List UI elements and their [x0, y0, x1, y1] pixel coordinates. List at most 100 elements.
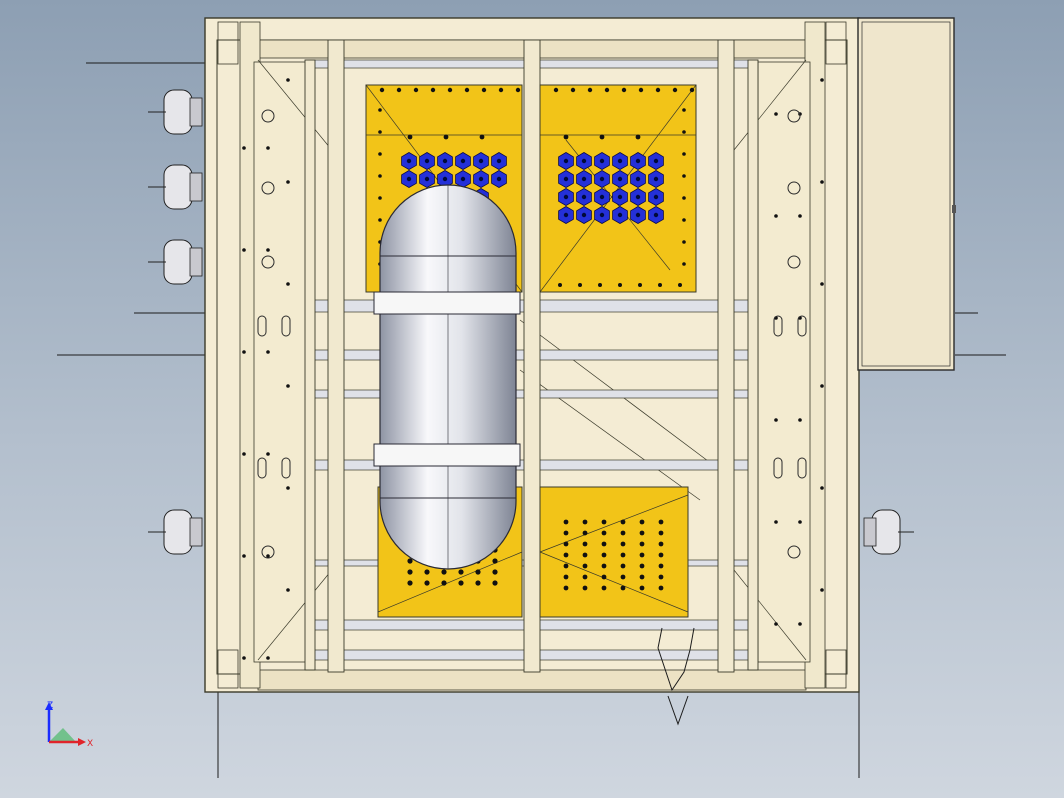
bolt-hole [286, 384, 290, 388]
vertical-posts [304, 39, 759, 673]
pressure-tank[interactable] [373, 184, 521, 570]
bolt-hole [266, 248, 270, 252]
bolt-hole [441, 580, 447, 586]
hex-hole [478, 176, 484, 182]
bolt-hole [475, 569, 481, 575]
caster-wheels-left [148, 89, 203, 555]
bolt-hole [286, 78, 290, 82]
hex-hole [581, 176, 587, 182]
bolt-hole [658, 552, 664, 558]
bolt-hole [682, 240, 686, 244]
bolt-hole [820, 486, 824, 490]
bolt-hole [266, 452, 270, 456]
bolt-hole [774, 520, 778, 524]
hex-hole [581, 212, 587, 218]
mount-hole [261, 109, 275, 123]
hex-hole [460, 158, 466, 164]
hex-hole [599, 194, 605, 200]
bolt-hole [286, 486, 290, 490]
caster-wheel [163, 89, 193, 135]
mount-hole [787, 255, 801, 269]
bolt-hole [682, 152, 686, 156]
bolt-hole [798, 622, 802, 626]
mount-hole [787, 109, 801, 123]
hex-hole [617, 212, 623, 218]
bolt-hole [424, 580, 430, 586]
hex-hole [478, 158, 484, 164]
bolt-hole [475, 580, 481, 586]
bolt-hole [820, 384, 824, 388]
caster-wheels-right [863, 509, 914, 555]
bolt-hole [618, 283, 622, 287]
bolt-hole [682, 218, 686, 222]
bolt-hole [798, 418, 802, 422]
bolt-hole [658, 563, 664, 569]
bolt-hole [407, 558, 413, 564]
bolt-hole [242, 656, 246, 660]
bolt-hole [563, 530, 569, 536]
caster-wheel [163, 164, 193, 210]
bolt-hole [639, 563, 645, 569]
bolt-hole [498, 87, 504, 93]
bolt-hole [413, 87, 419, 93]
bolt-hole [820, 78, 824, 82]
hex-hole [424, 158, 430, 164]
hex-hole [563, 158, 569, 164]
bolt-hole [582, 541, 588, 547]
bolt-hole [601, 552, 607, 558]
hex-hole [406, 176, 412, 182]
bolt-hole [563, 552, 569, 558]
slot-hole [281, 457, 291, 479]
caster [863, 509, 914, 555]
bolt-hole [458, 569, 464, 575]
hex-hole [563, 212, 569, 218]
caster-mount [189, 247, 203, 277]
bolt-hole [620, 574, 626, 580]
bolt-hole [553, 87, 559, 93]
caster-mount [863, 517, 877, 547]
slot-hole [257, 457, 267, 479]
bolt-hole [563, 541, 569, 547]
bolt-hole [563, 563, 569, 569]
hex-hole [581, 194, 587, 200]
hex-hole [442, 176, 448, 182]
caster [148, 509, 203, 555]
mount-hole [787, 545, 801, 559]
slot-hole [797, 457, 807, 479]
bolt-hole [599, 134, 605, 140]
slot-hole [773, 457, 783, 479]
hex-hole [617, 176, 623, 182]
bolt-hole [582, 530, 588, 536]
caster-mount [189, 172, 203, 202]
bolt-hole [447, 87, 453, 93]
caster-mount [189, 97, 203, 127]
bolt-hole [582, 552, 588, 558]
hex-hole [635, 194, 641, 200]
hex-hole [496, 176, 502, 182]
tank-strap-top [373, 291, 521, 315]
bolt-hole [601, 530, 607, 536]
hex-hole [581, 158, 587, 164]
hex-hole [563, 176, 569, 182]
x-axis-label: X [87, 739, 93, 749]
control-cabinet[interactable] [857, 17, 956, 371]
bolt-hole [658, 519, 664, 525]
bolt-hole [558, 283, 562, 287]
mount-hole [261, 255, 275, 269]
bolt-hole [601, 574, 607, 580]
caster [148, 89, 203, 135]
hex-hole [599, 212, 605, 218]
bolt-hole [458, 580, 464, 586]
bolt-hole [378, 130, 382, 134]
bolt-hole [658, 574, 664, 580]
bolt-hole [620, 530, 626, 536]
hex-hole [406, 158, 412, 164]
hex-hole [653, 158, 659, 164]
axis-triad: Z X [45, 701, 93, 749]
bolt-hole [443, 134, 449, 140]
bolt-hole [563, 585, 569, 591]
bolt-hole [378, 218, 382, 222]
hex-hole [635, 212, 641, 218]
